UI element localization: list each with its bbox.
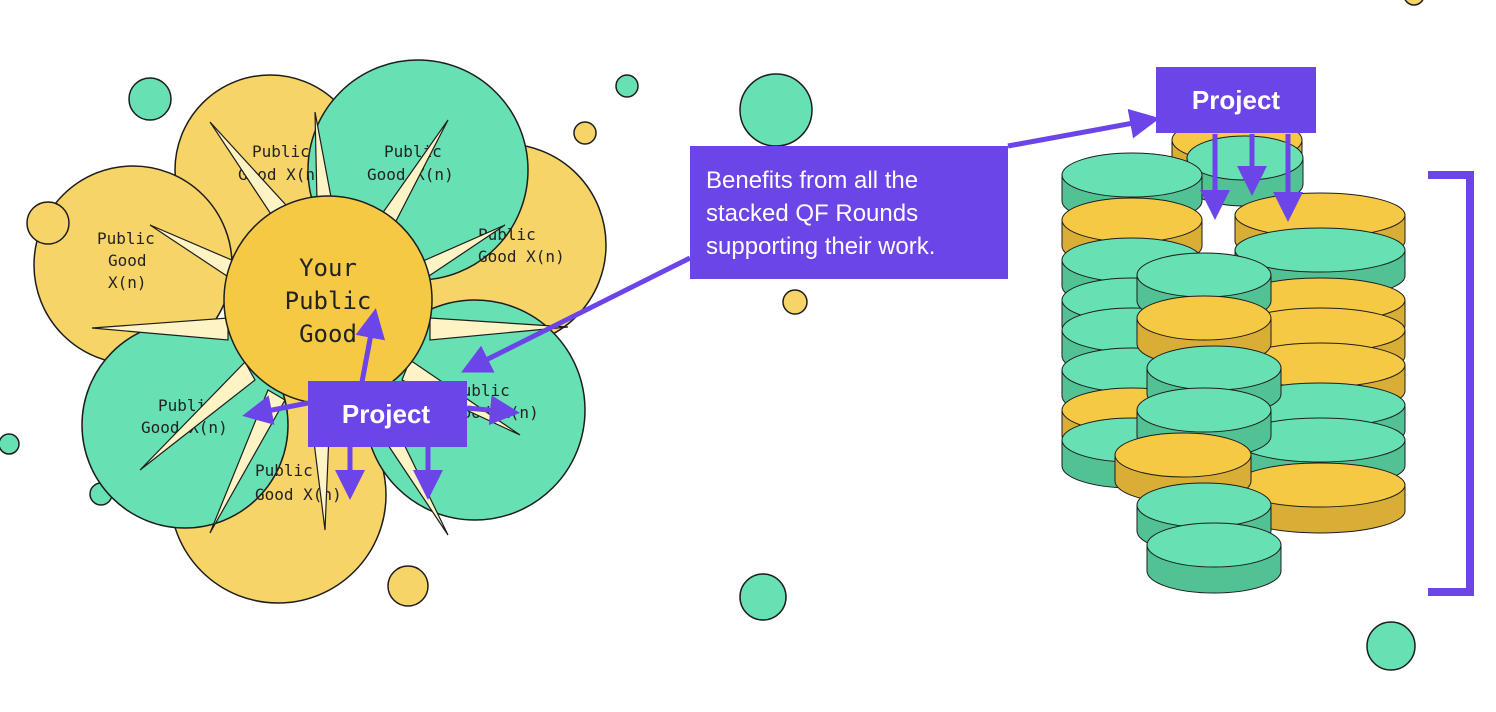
coin-yellow xyxy=(1234,462,1406,534)
dot-yellow xyxy=(782,289,808,315)
flower: Public Good X(n) Public Good X(n) Public… xyxy=(26,59,607,604)
dot-green xyxy=(739,73,813,147)
coin-top xyxy=(1146,522,1282,568)
project-label: Project xyxy=(342,399,430,429)
petal-label: Good X(n) xyxy=(255,485,342,504)
coin-green xyxy=(1146,522,1282,594)
benefits-callout: Benefits from all the stacked QF Rounds … xyxy=(690,146,1008,279)
ray xyxy=(429,317,569,341)
arrow-right xyxy=(466,395,520,426)
coin-top xyxy=(1114,432,1252,478)
stack-project-arrows xyxy=(1200,134,1303,222)
stack-project-box xyxy=(1156,67,1316,133)
project-box xyxy=(308,381,467,447)
decorative-dots xyxy=(0,0,1424,671)
callout-line: supporting their work. xyxy=(706,233,936,260)
center-label-line: Public xyxy=(285,287,372,315)
center-label-line: Good xyxy=(299,320,357,348)
callout-arrow-to-stack xyxy=(1007,108,1160,149)
coin-top xyxy=(1234,227,1406,273)
coin-top xyxy=(1136,295,1272,341)
arrow-up xyxy=(355,308,386,383)
callout-arrows xyxy=(461,108,1160,373)
petal-label: Public xyxy=(478,225,536,244)
petal-label: Public xyxy=(255,461,313,480)
bracket xyxy=(1428,171,1474,596)
arrow-left xyxy=(242,395,309,425)
coin-top xyxy=(1136,252,1272,298)
ray xyxy=(209,389,286,534)
dot-green xyxy=(128,77,172,121)
coin-top xyxy=(1136,482,1272,528)
dot-green xyxy=(0,433,20,455)
coin-top xyxy=(1146,345,1282,391)
dot-yellow xyxy=(387,565,429,607)
coin-stacks xyxy=(1061,117,1406,594)
petal-label: Public xyxy=(97,229,155,248)
dot-green xyxy=(739,573,787,621)
project-arrows xyxy=(242,308,520,500)
center-label-line: Your xyxy=(299,254,357,282)
dot-green xyxy=(615,74,639,98)
callout-arrow-to-project xyxy=(461,255,692,373)
callout-line: Benefits from all the xyxy=(706,167,919,194)
dot-yellow xyxy=(573,121,597,145)
dot-green xyxy=(1366,621,1416,671)
petal-label: Public xyxy=(252,142,310,161)
coin-top xyxy=(1136,387,1272,433)
petal-label: X(n) xyxy=(108,273,147,292)
coin-top xyxy=(1061,152,1203,198)
ray xyxy=(139,361,256,471)
dot-yellow xyxy=(26,201,70,245)
dot-yellow xyxy=(1404,0,1424,6)
center-label: Your Public Good xyxy=(285,254,372,348)
stack-project-label: Project xyxy=(1192,85,1280,115)
petal-label: Good X(n) xyxy=(478,247,565,266)
callout-line: stacked QF Rounds xyxy=(706,200,919,227)
petal-label: Good xyxy=(108,251,147,270)
coin-top xyxy=(1061,197,1203,243)
